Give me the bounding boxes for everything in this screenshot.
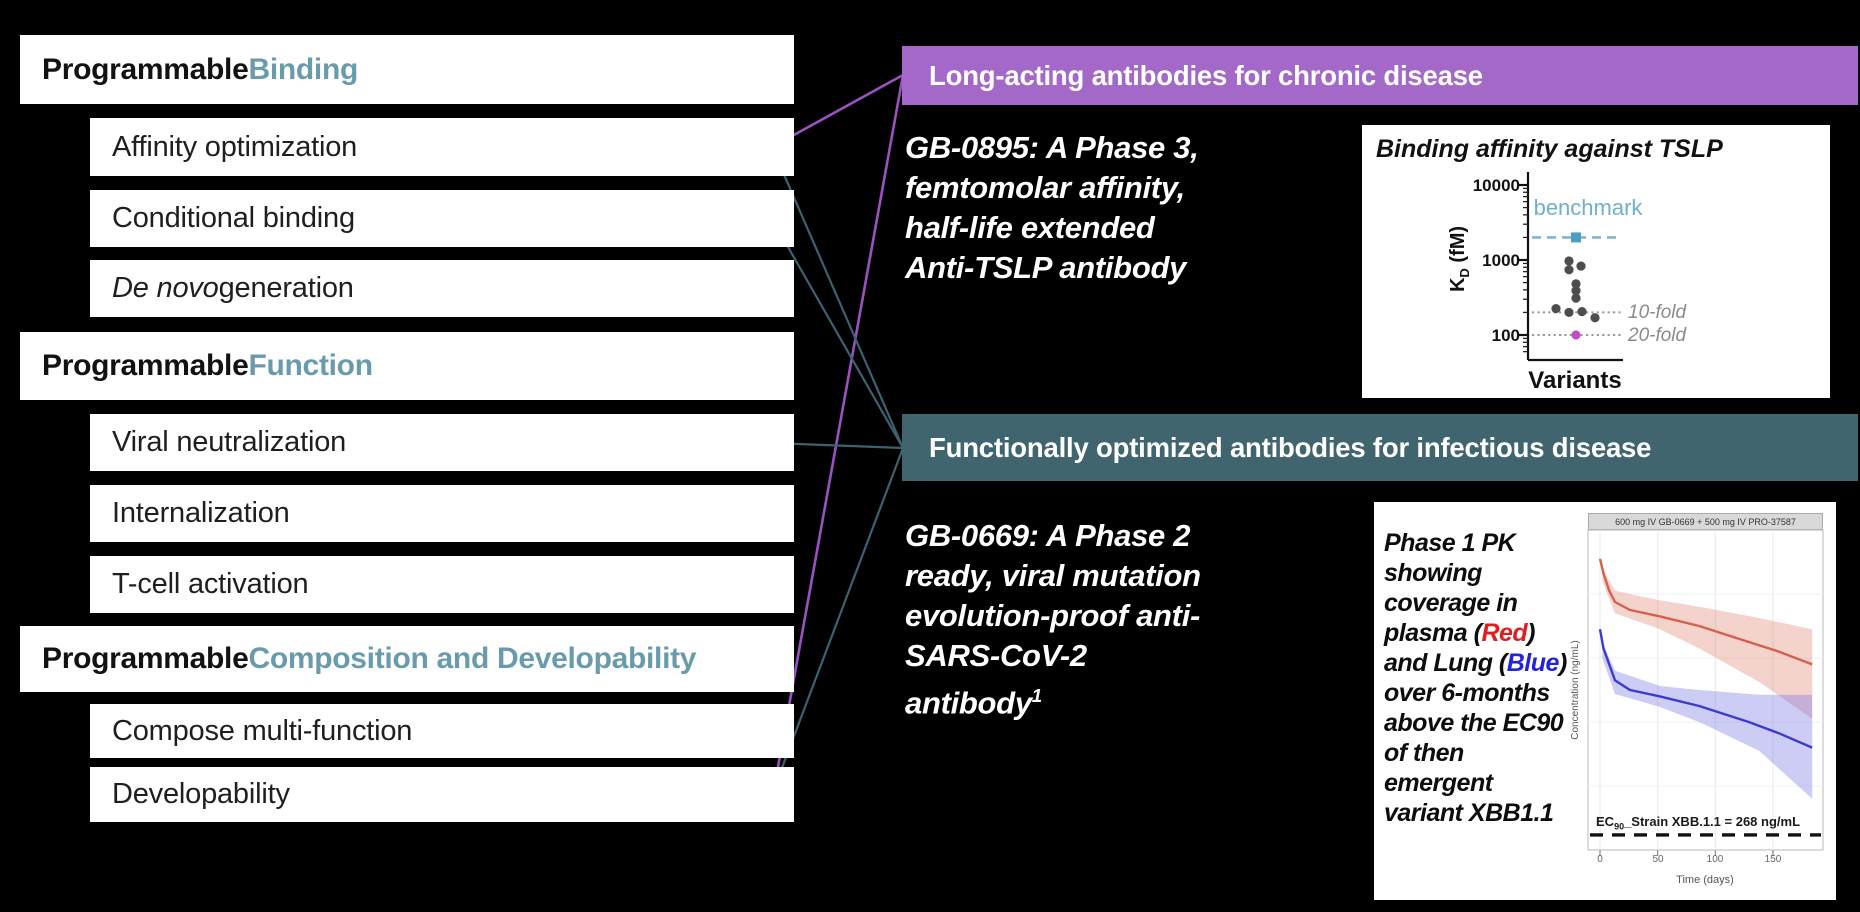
item-label: generation xyxy=(218,272,354,304)
footnote-marker: 1 xyxy=(1031,685,1042,706)
description-line: Anti-TSLP antibody xyxy=(905,250,1187,285)
header-accent: Composition and Developability xyxy=(248,642,697,675)
header-prefix: Programmable xyxy=(42,52,249,86)
x-tick-label: 0 xyxy=(1597,854,1603,865)
pk-annotation-line: Phase 1 PK xyxy=(1384,528,1594,558)
pk-annotation-line: of then xyxy=(1384,738,1594,768)
binding-affinity-chart: Binding affinity against TSLP 10000 1000… xyxy=(1362,125,1830,398)
capability-compose-multi-function: Compose multi-function xyxy=(90,704,794,758)
pk-annotation-line: over 6-months xyxy=(1384,678,1594,708)
program-banner-infectious: Functionally optimized antibodies for in… xyxy=(902,414,1858,481)
item-label: Viral neutralization xyxy=(112,426,347,458)
chart-title: Binding affinity against TSLP xyxy=(1376,135,1723,163)
description-line: evolution-proof anti- xyxy=(905,598,1201,633)
pk-text: coverage in xyxy=(1384,589,1518,617)
item-label: Internalization xyxy=(112,497,290,529)
ec90-threshold-label: EC90_Strain XBB.1.1 = 268 ng/mL xyxy=(1596,814,1800,832)
description-line: femtomolar affinity, xyxy=(905,170,1185,205)
y-tick-label: 100 xyxy=(1491,326,1520,345)
item-label-italic: De novo xyxy=(112,272,219,304)
capability-affinity-optimization: Affinity optimization xyxy=(90,118,794,176)
x-tick-label: 100 xyxy=(1706,854,1724,865)
ec90-rest: _Strain XBB.1.1 = 268 ng/mL xyxy=(1624,814,1801,829)
banner-label: Functionally optimized antibodies for in… xyxy=(929,431,1652,463)
pk-annotation-line: above the EC90 xyxy=(1384,708,1594,738)
pk-annotation-line: emergent xyxy=(1384,768,1594,798)
capability-de-novo-generation: De novo generation xyxy=(90,260,794,317)
description-line: GB-0669: A Phase 2 xyxy=(905,518,1191,553)
pk-text: plasma ( xyxy=(1384,619,1482,647)
description-line: GB-0895: A Phase 3, xyxy=(905,130,1199,165)
header-accent: Binding xyxy=(248,52,359,86)
capability-viral-neutralization: Viral neutralization xyxy=(90,414,794,471)
description-line: ready, viral mutation xyxy=(905,558,1201,593)
pk-annotation-line: plasma (Red) xyxy=(1384,618,1594,648)
pk-text: variant XBB1.1 xyxy=(1384,799,1554,827)
description-line: half-life extended xyxy=(905,210,1155,245)
pk-text: ) xyxy=(1527,619,1535,647)
pk-text: and Lung ( xyxy=(1384,649,1507,677)
header-prefix: Programmable xyxy=(42,642,249,675)
pk-text: emergent xyxy=(1384,769,1493,797)
capability-header-function: Programmable Function xyxy=(20,332,794,400)
program-description-gb0895: GB-0895: A Phase 3, femtomolar affinity,… xyxy=(905,128,1345,288)
pk-text: ) xyxy=(1558,649,1567,677)
y-tick-label: 1000 xyxy=(1482,251,1520,270)
program-description-gb0669: GB-0669: A Phase 2 ready, viral mutation… xyxy=(905,516,1345,723)
fold-line-label: 10-fold xyxy=(1628,302,1687,323)
pk-text: over 6-months xyxy=(1384,679,1550,707)
pk-annotation-line: and Lung (Blue) xyxy=(1384,648,1594,678)
capability-header-binding: Programmable Binding xyxy=(20,35,794,104)
pk-text-colored: Blue xyxy=(1506,649,1560,677)
x-tick-label: 50 xyxy=(1652,854,1664,865)
pk-annotation-line: coverage in xyxy=(1384,588,1594,618)
y-axis-label: KD (fM) xyxy=(1447,203,1472,315)
program-banner-chronic: Long-acting antibodies for chronic disea… xyxy=(902,46,1858,105)
item-label: Developability xyxy=(112,778,290,810)
item-label: Compose multi-function xyxy=(112,714,413,747)
binding-affinity-plot xyxy=(1519,172,1623,362)
y-tick-label: 10000 xyxy=(1472,176,1520,195)
ec90-prefix: EC xyxy=(1596,814,1615,829)
benchmark-label: benchmark xyxy=(1533,195,1643,220)
description-line-text: antibody xyxy=(905,685,1032,721)
capability-t-cell-activation: T-cell activation xyxy=(90,556,794,613)
pk-text: above the EC90 xyxy=(1384,709,1564,737)
strip-title-text: 600 mg IV GB-0669 + 500 mg IV PRO-37587 xyxy=(1615,516,1796,527)
pk-annotation-line: variant XBB1.1 xyxy=(1384,798,1594,828)
description-line: antibody1 xyxy=(905,676,1345,723)
header-accent: Function xyxy=(248,349,373,382)
y-axis-label-units: (fM) xyxy=(1447,225,1469,269)
pk-text: Phase 1 PK xyxy=(1384,529,1516,557)
item-label: Conditional binding xyxy=(112,202,355,234)
header-prefix: Programmable xyxy=(42,349,249,382)
x-axis-label: Variants xyxy=(1528,367,1622,394)
banner-label: Long-acting antibodies for chronic disea… xyxy=(929,59,1483,91)
description-line: SARS-CoV-2 xyxy=(905,638,1087,673)
capability-developability: Developability xyxy=(90,767,794,822)
item-label: T-cell activation xyxy=(112,568,309,600)
capability-internalization: Internalization xyxy=(90,485,794,542)
y-axis-label: Concentration (ng/mL) xyxy=(1570,640,1581,740)
pk-text: showing xyxy=(1384,559,1482,587)
y-axis-label-main: K xyxy=(1447,277,1469,293)
fold-line-label: 20-fold xyxy=(1628,325,1687,346)
item-label: Affinity optimization xyxy=(112,130,358,163)
pk-text: of then xyxy=(1384,739,1464,767)
capability-header-composition: Programmable Composition and Developabil… xyxy=(20,626,794,692)
x-tick-label: 150 xyxy=(1764,854,1782,865)
pk-annotation-line: showing xyxy=(1384,558,1594,588)
pk-plot xyxy=(1587,529,1824,856)
y-axis-label-sub: D xyxy=(1457,268,1472,278)
capability-conditional-binding: Conditional binding xyxy=(90,190,794,247)
pk-text-colored: Red xyxy=(1481,619,1528,647)
ec90-sub: 90 xyxy=(1614,821,1625,832)
x-axis-label: Time (days) xyxy=(1676,874,1734,886)
